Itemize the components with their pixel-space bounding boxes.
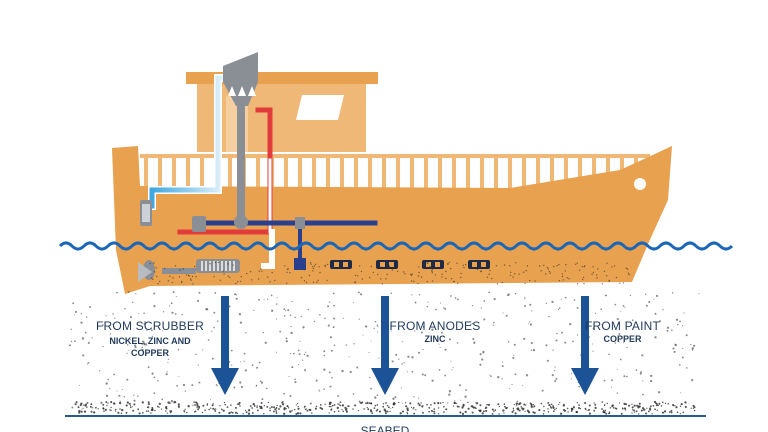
label-paint-detail: COPPER <box>603 334 642 344</box>
label-paint-title: FROM PAINT <box>584 319 661 333</box>
propeller-icon <box>138 260 155 282</box>
label-anodes-detail: ZINC <box>424 334 446 344</box>
water-line <box>58 241 734 251</box>
hull-porthole <box>634 178 646 190</box>
label-scrubber: FROM SCRUBBER NICKEL, ZINC AND COPPER <box>70 319 230 359</box>
label-scrubber-detail: NICKEL, ZINC AND COPPER <box>109 336 191 358</box>
label-anodes: FROM ANODES ZINC <box>370 319 500 345</box>
pump-units <box>140 200 306 270</box>
arrow-paint <box>571 296 599 395</box>
cabin-window <box>296 95 344 120</box>
label-paint: FROM PAINT COPPER <box>565 319 680 345</box>
label-seabed: SEABED <box>360 424 410 432</box>
hull <box>112 146 672 294</box>
scrubber-unit-icon <box>162 259 240 274</box>
arrow-scrubber <box>211 296 239 395</box>
label-scrubber-title: FROM SCRUBBER <box>96 319 204 333</box>
funnel-icon <box>223 52 258 229</box>
label-anodes-title: FROM ANODES <box>389 319 481 333</box>
arrow-anodes <box>371 296 399 395</box>
sediment-particles <box>68 261 700 415</box>
